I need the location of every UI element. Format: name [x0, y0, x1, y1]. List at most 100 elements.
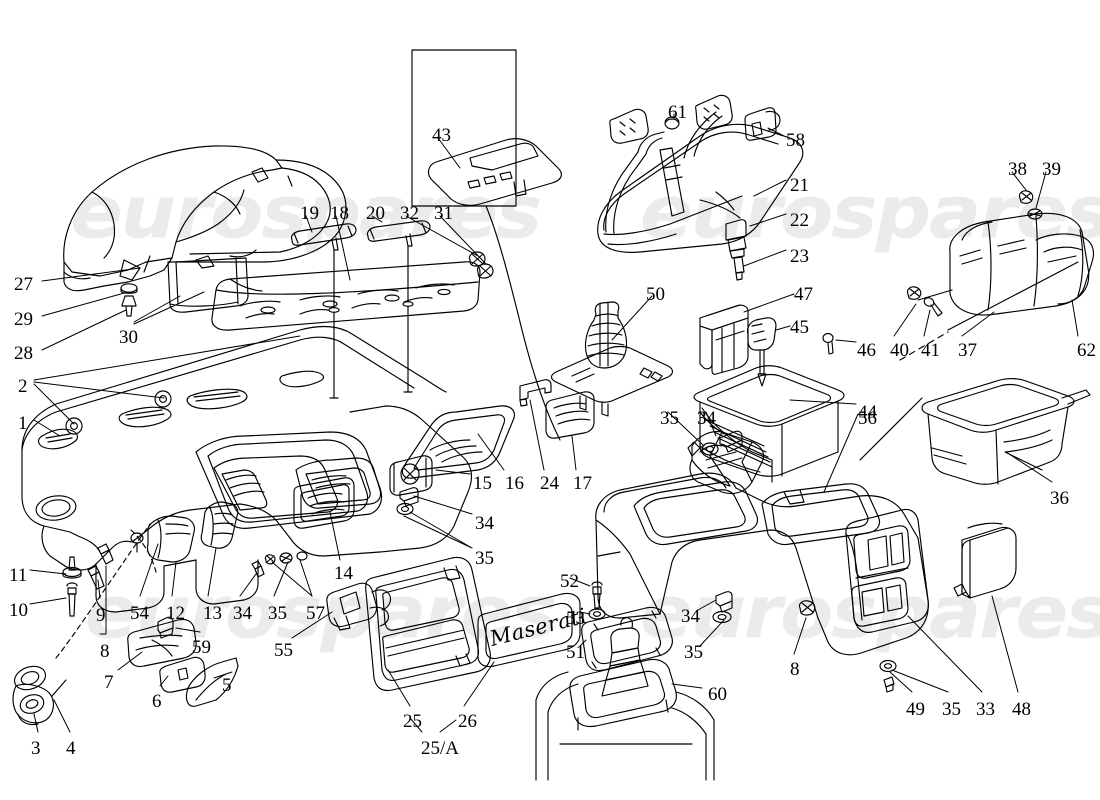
callout-35-d: 35 — [684, 642, 703, 663]
part-shape-43 — [411, 49, 562, 207]
part-shape-56 — [595, 472, 929, 656]
part-shape-30 — [167, 257, 249, 313]
part-shape-44 — [693, 365, 845, 483]
callout-7: 7 — [104, 672, 114, 693]
leader-43-to-console — [485, 205, 561, 441]
part-shape-45 — [746, 317, 777, 387]
part-shape-48 — [953, 522, 1017, 599]
leader-4-dashed — [55, 523, 151, 659]
part-shape-50 — [550, 301, 674, 417]
part-shape-1 — [21, 325, 515, 613]
callout-31: 31 — [434, 203, 453, 224]
part-shape-11 — [62, 556, 82, 579]
leader-37-b — [899, 331, 949, 361]
part-shape-15 — [389, 455, 433, 496]
part-shape-9 — [87, 565, 105, 590]
callout-50: 50 — [646, 284, 665, 305]
part-shape-24 — [519, 379, 552, 407]
callout-39: 39 — [1042, 159, 1061, 180]
part-shape-46 — [822, 332, 834, 355]
callout-13: 13 — [203, 603, 222, 624]
callout-55: 55 — [274, 640, 293, 661]
part-shape-12-screw — [130, 532, 144, 553]
callout-60: 60 — [708, 684, 727, 705]
callout-22: 22 — [790, 210, 809, 231]
part-shape-12 — [146, 515, 196, 563]
part-shape-tunnel — [535, 671, 715, 781]
part-shape-26 — [477, 592, 581, 668]
callout-35-c: 35 — [268, 603, 287, 624]
part-shape-8-console — [798, 600, 816, 616]
callout-16: 16 — [505, 473, 524, 494]
callout-23: 23 — [790, 246, 809, 267]
callout-17: 17 — [573, 473, 592, 494]
part-pin-19 — [328, 249, 340, 399]
callout-41: 41 — [921, 340, 940, 361]
part-shape-34-mid — [399, 487, 419, 507]
callout-35-a: 35 — [660, 408, 679, 429]
callout-2: 2 — [18, 376, 28, 397]
callout-59: 59 — [192, 637, 211, 658]
callout-8-b: 8 — [790, 659, 800, 680]
callout-14: 14 — [334, 563, 353, 584]
callout-37: 37 — [958, 340, 977, 361]
part-shape-52 — [591, 581, 603, 609]
part-shape-10 — [66, 582, 78, 617]
part-shape-37 — [949, 212, 1095, 316]
part-shape-19 — [290, 223, 357, 251]
leader-lines — [29, 113, 1079, 733]
callout-29: 29 — [14, 309, 33, 330]
callout-53: 53 — [566, 608, 585, 629]
callout-25: 25 — [403, 711, 422, 732]
callout-25a: 25/A — [421, 738, 459, 759]
callout-35-b: 35 — [475, 548, 494, 569]
part-shape-21 — [597, 94, 804, 253]
callout-27: 27 — [14, 274, 33, 295]
callout-62: 62 — [1077, 340, 1096, 361]
callout-28: 28 — [14, 343, 33, 364]
callout-19: 19 — [300, 203, 319, 224]
part-shape-6 — [159, 656, 206, 693]
part-shape-gear-boot — [601, 617, 649, 697]
part-shape-31 — [476, 263, 494, 279]
part-shape-58 — [744, 107, 781, 141]
callout-34-a: 34 — [697, 408, 716, 429]
part-shape-41 — [923, 297, 943, 317]
part-shape-57 — [264, 551, 308, 565]
part-shape-20 — [366, 220, 431, 247]
part-shape-35-mid — [396, 502, 414, 516]
part-shape-53 — [588, 608, 606, 620]
callout-35-e: 35 — [942, 699, 961, 720]
part-shape-40 — [906, 286, 922, 300]
callout-47: 47 — [794, 284, 813, 305]
callout-52: 52 — [560, 571, 579, 592]
part-shape-47 — [699, 304, 749, 375]
leader-37-dash-a — [917, 289, 953, 301]
callout-6: 6 — [152, 691, 162, 712]
part-shape-61 — [664, 116, 680, 130]
part-shape-49 — [879, 659, 897, 693]
part-shape-2 — [65, 390, 172, 435]
callout-3: 3 — [31, 738, 41, 759]
callout-56: 56 — [858, 408, 877, 429]
part-shape-14 — [293, 477, 355, 529]
callout-30: 30 — [119, 327, 138, 348]
part-shape-5 — [185, 657, 239, 707]
part-shape-13 — [200, 501, 239, 549]
part-shape-34-44 — [719, 430, 743, 453]
leader-36-a — [859, 397, 923, 461]
callout-32: 32 — [400, 203, 419, 224]
leader-54-dashed — [130, 529, 157, 573]
part-shape-29-28 — [120, 283, 138, 317]
part-shape-18 — [211, 261, 481, 331]
callout-18: 18 — [330, 203, 349, 224]
callout-26: 26 — [458, 711, 477, 732]
callout-43: 43 — [432, 125, 451, 146]
leader-4 — [51, 679, 67, 697]
part-shape-8 — [97, 543, 114, 565]
callout-1: 1 — [18, 413, 28, 434]
part-shape-23 — [733, 256, 745, 281]
callout-46: 46 — [857, 340, 876, 361]
callout-5: 5 — [222, 675, 232, 696]
